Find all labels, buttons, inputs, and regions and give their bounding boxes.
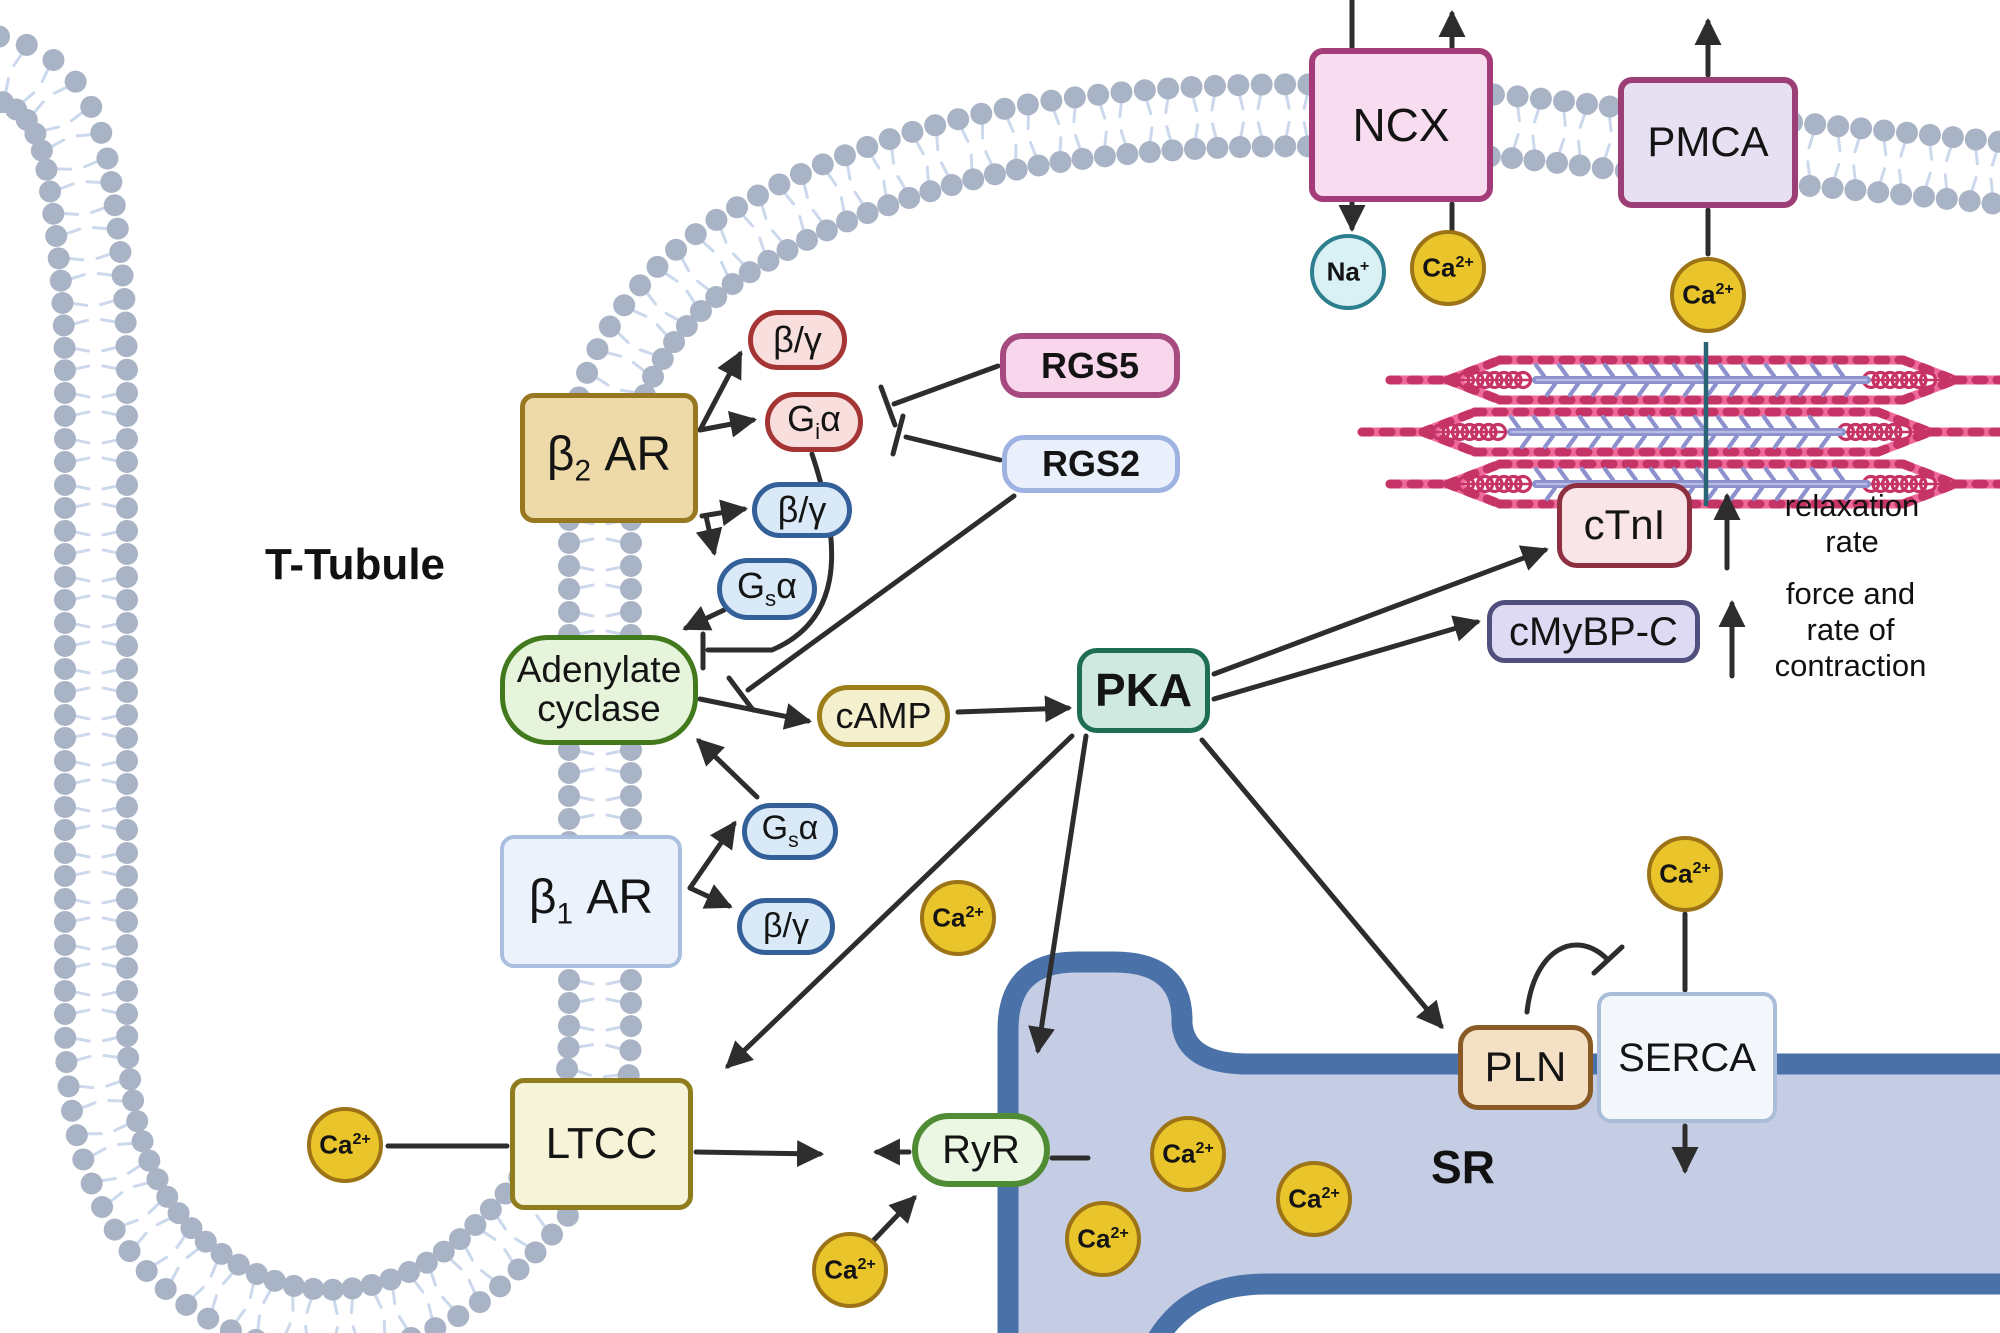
t-tubule-label: T-Tubule (264, 540, 446, 589)
gs-beta-gamma-subunit-b2: β/γ (752, 482, 852, 538)
calcium-ion-sr-1: Ca2+ (1150, 1116, 1226, 1192)
cmybpc-protein: cMyBP-C (1487, 600, 1700, 663)
ryr-receptor: RyR (912, 1113, 1050, 1187)
beta2-adrenergic-receptor: β2 AR (520, 393, 698, 523)
pln-phospholamban: PLN (1458, 1025, 1593, 1110)
calcium-ion-pmca: Ca2+ (1670, 257, 1746, 333)
gi-alpha-subunit: Giα (765, 392, 863, 452)
gs-alpha-subunit-b2: Gsα (717, 558, 817, 620)
calcium-ion-sr-2: Ca2+ (1276, 1161, 1352, 1237)
calcium-ion-ncx: Ca2+ (1410, 230, 1486, 306)
serca-pump: SERCA (1597, 992, 1777, 1123)
rgs5-regulator: RGS5 (1000, 333, 1180, 398)
gi-beta-gamma-subunit: β/γ (748, 310, 847, 370)
pka-kinase: PKA (1077, 648, 1210, 733)
calcium-ion-ltcc: Ca2+ (307, 1107, 383, 1183)
gs-alpha-subunit-b1: Gsα (742, 803, 838, 860)
force-contraction-annotation: force and rate of contraction (1774, 576, 1927, 683)
sodium-ion: Na+ (1310, 234, 1386, 310)
camp-messenger: cAMP (817, 685, 950, 747)
calcium-ion-ryr: Ca2+ (812, 1232, 888, 1308)
sr-label: SR (1431, 1141, 1495, 1193)
ltcc-channel: LTCC (510, 1078, 693, 1210)
gs-beta-gamma-subunit-b1: β/γ (737, 898, 835, 955)
rgs2-regulator: RGS2 (1002, 435, 1180, 493)
calcium-ion-sr-3: Ca2+ (1065, 1201, 1141, 1277)
ncx-exchanger: NCX (1309, 48, 1493, 202)
ctni-troponin: cTnI (1557, 483, 1692, 568)
relaxation-rate-annotation: relaxation rate (1784, 488, 1920, 559)
sarcoplasmic-reticulum-shape (997, 951, 2000, 1333)
calcium-ion-serca: Ca2+ (1647, 836, 1723, 912)
pathway-arrows (385, 0, 1746, 1245)
sarcomere-illustration (1357, 355, 2000, 509)
pmca-pump: PMCA (1618, 77, 1798, 208)
beta1-adrenergic-receptor: β1 AR (500, 835, 682, 968)
calcium-ion-cytosol: Ca2+ (920, 880, 996, 956)
